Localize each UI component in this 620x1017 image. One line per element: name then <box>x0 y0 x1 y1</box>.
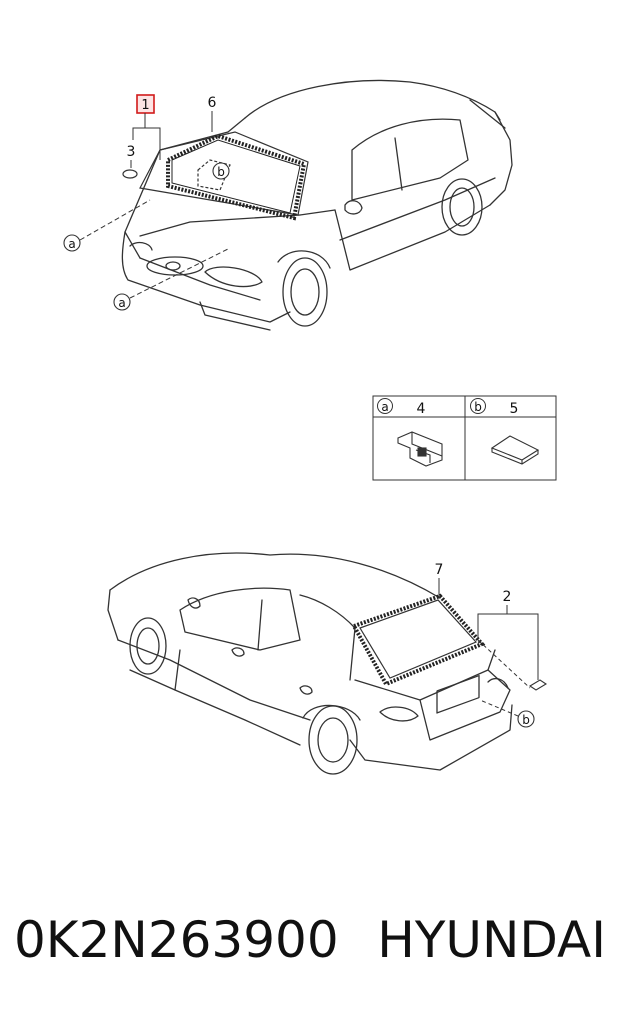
callout-a-top-2: a <box>118 296 125 310</box>
parts-diagram: 1 3 6 b a a a 4 b 5 <box>63 79 557 775</box>
callout-b-bottom: b <box>522 713 530 727</box>
legend-b-letter: b <box>474 400 482 414</box>
windshield-seal <box>166 133 307 221</box>
rear-glass-seal <box>351 593 486 687</box>
legend-part-5: 5 <box>510 401 519 417</box>
callout-7-label: 7 <box>435 562 444 578</box>
callout-1-label: 1 <box>141 98 149 113</box>
legend-part-4: 4 <box>417 401 426 417</box>
part-code: 0K2N263900 <box>14 911 339 969</box>
rear-glass <box>359 599 478 679</box>
callout-6-label: 6 <box>208 95 217 111</box>
clip-part-4 <box>397 431 443 467</box>
callout-b-top: b <box>217 165 225 179</box>
mirror-pad-3 <box>122 169 138 179</box>
footer: 0K2N263900 HYUNDAI <box>0 895 620 985</box>
callout-2-label: 2 <box>503 589 512 605</box>
callout-3-label: 3 <box>127 144 136 160</box>
front-car-illustration <box>121 79 513 331</box>
callout-a-top-1: a <box>68 237 75 251</box>
rear-mirror-pad-2 <box>528 679 548 691</box>
legend-a-letter: a <box>381 400 388 414</box>
brand-name: HYUNDAI <box>377 911 606 969</box>
callout-1-box: 1 <box>136 94 155 114</box>
legend-table <box>372 395 557 481</box>
windshield-glass <box>139 131 309 216</box>
rear-car-illustration <box>107 552 513 775</box>
spacer-part-5 <box>490 435 540 465</box>
